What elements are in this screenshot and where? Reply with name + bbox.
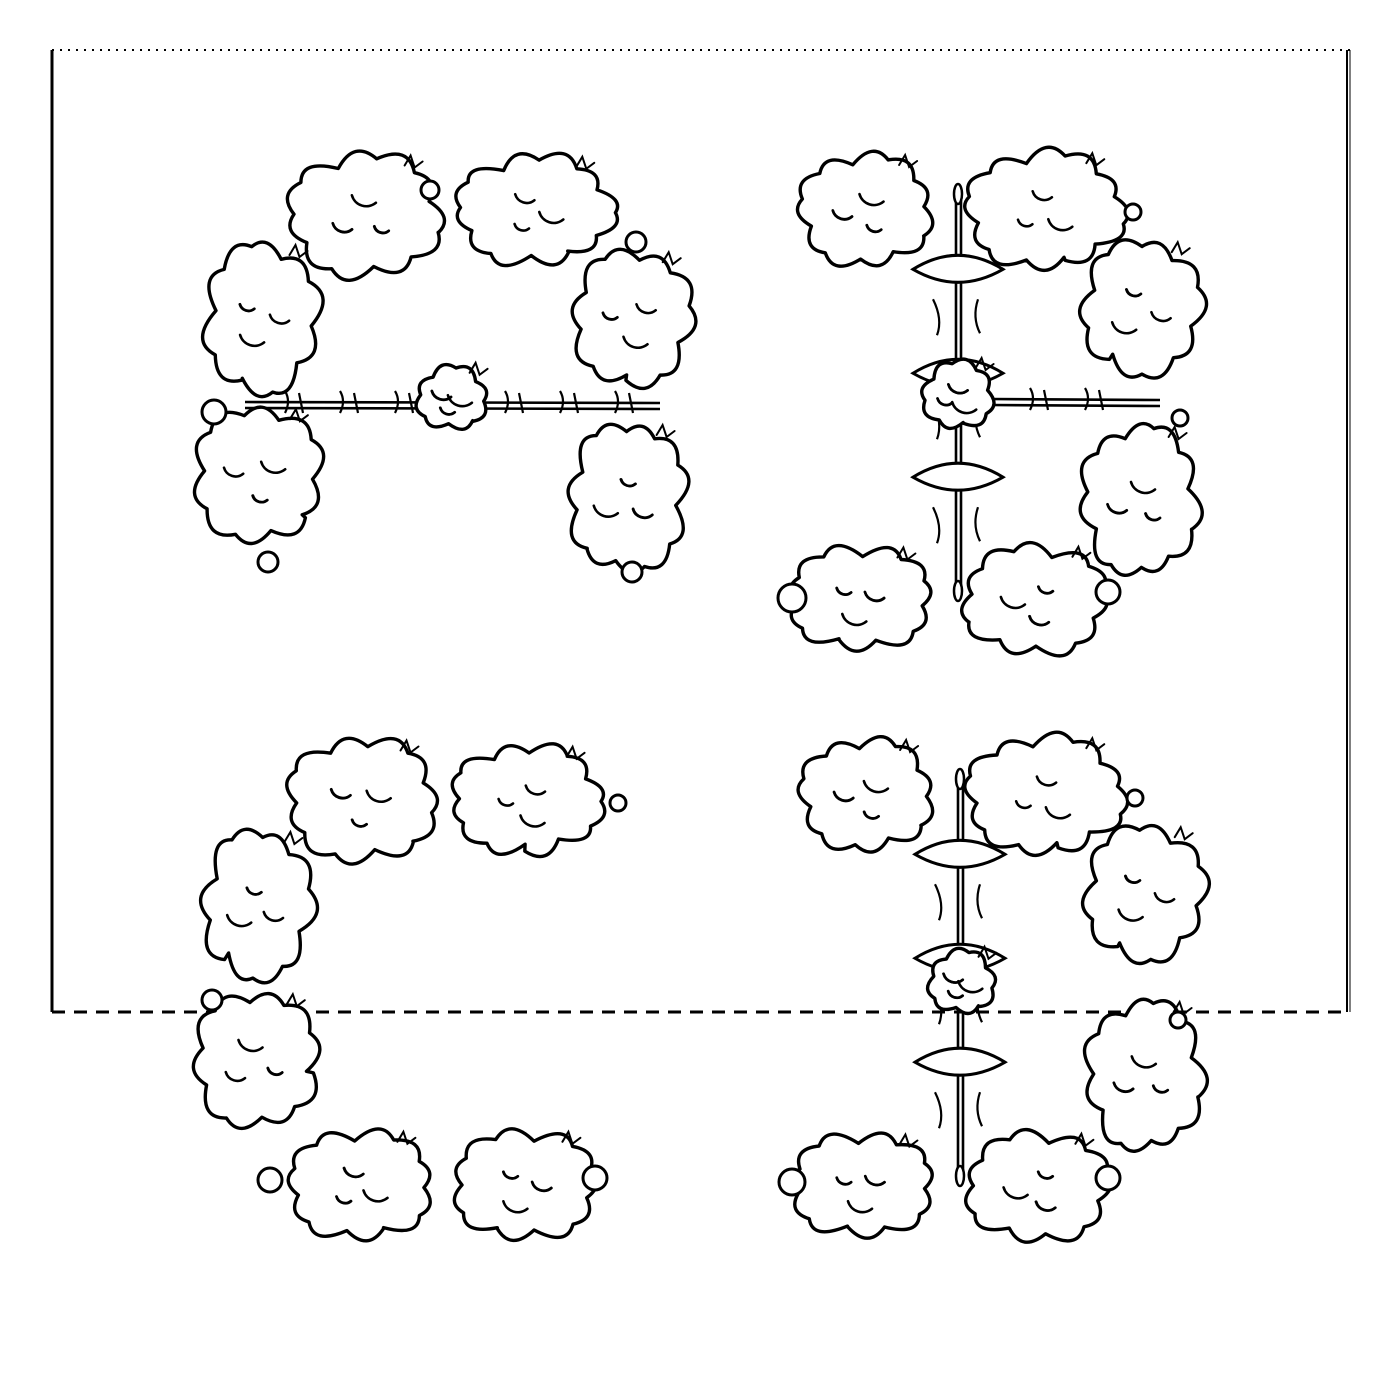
letter-a-bubble-bottom-left — [256, 550, 280, 574]
letter-a-cloud-left-lower — [192, 405, 326, 546]
letter-b-cloud-top-left — [795, 149, 935, 268]
letter-c-cloud-bottom-left — [286, 1127, 432, 1243]
letter-a-bubble-bottom-right — [620, 560, 644, 584]
letter-a-cloud-center — [414, 360, 489, 431]
letter-a-bubble-left-mid — [200, 398, 228, 426]
letter-d-cloud-right-upper — [1080, 823, 1212, 966]
letter-c-bubble-bottom-right — [581, 1164, 609, 1192]
letter-a-cloud-right-lower — [566, 422, 691, 575]
letter-c-bubble-left-mid — [200, 988, 224, 1012]
letter-b-bubble-right-mid — [1170, 408, 1190, 428]
letter-b-cloud-top-right — [963, 145, 1130, 273]
letter-d-cloud-top-right — [963, 730, 1130, 858]
letter-c-bubble-top-right — [608, 793, 628, 813]
letter-d-bubble-bottom-right — [1094, 1164, 1122, 1192]
letter-b-cloud-bottom-left — [788, 543, 933, 653]
letter-c-cloud-left-lower — [191, 991, 322, 1131]
letter-b-bubble-top-right — [1123, 202, 1143, 222]
letter-a-cloud-right-upper — [570, 247, 698, 390]
letter-b-bubble-bottom-left — [776, 582, 808, 614]
letter-b-cloud-right-upper — [1078, 238, 1209, 380]
letter-c-cloud-bottom-right — [452, 1127, 599, 1243]
letter-a-cloud-top-right — [454, 151, 620, 268]
letter-a-cloud-left-upper — [200, 240, 325, 399]
letter-a-cloud-top-left — [285, 149, 447, 282]
letter-d-cloud-bottom-left — [789, 1131, 934, 1240]
letter-c-cloud-top-right — [450, 742, 607, 859]
letter-d-cloud-center — [925, 944, 998, 1016]
letter-b-cloud-center — [920, 355, 996, 431]
letter-c-cloud-left-upper — [199, 827, 320, 985]
letter-a-cloud-glyph — [192, 149, 698, 584]
letter-b-cloud-bottom-right — [960, 541, 1109, 658]
letter-d-bubble-top-right — [1125, 788, 1145, 808]
letter-d-cloud-glyph — [777, 730, 1212, 1244]
letter-d-cloud-top-left — [796, 735, 935, 854]
letter-d-bubble-right-mid — [1168, 1010, 1188, 1030]
letter-b-bubble-bottom-right — [1094, 578, 1122, 606]
letter-c-cloud-top-left — [285, 736, 440, 866]
letter-d-cloud-right-lower — [1082, 997, 1209, 1153]
letter-d-bubble-bottom-left — [777, 1167, 807, 1197]
letter-b-crossbar — [989, 387, 1161, 411]
letter-c-bubble-bottom-left — [256, 1166, 284, 1194]
letter-b-cloud-right-lower — [1078, 421, 1204, 577]
letter-a-bubble-top-mid — [419, 179, 441, 201]
letter-c-cloud-glyph — [191, 736, 628, 1243]
letter-a-bubble-right-top — [624, 230, 648, 254]
letter-b-cloud-glyph — [776, 145, 1209, 658]
letter-d-cloud-bottom-right — [964, 1127, 1113, 1244]
